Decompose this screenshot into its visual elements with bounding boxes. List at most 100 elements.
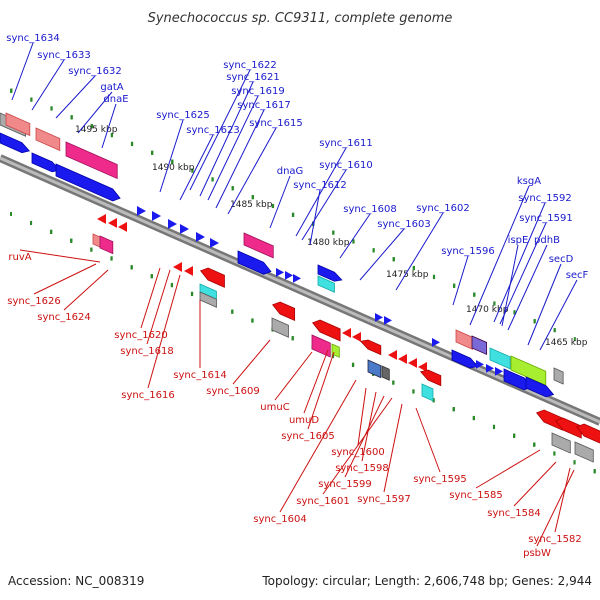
gene-label-sync_1603[interactable]: sync_1603 (359, 219, 431, 281)
gene-label-sync_1616[interactable]: sync_1616 (121, 274, 181, 401)
tick-mark (593, 469, 596, 474)
gene-label-sync_1611[interactable]: sync_1611 (295, 138, 373, 237)
gene-label-dnaE[interactable]: dnaE (101, 94, 129, 149)
gene-feature (536, 409, 563, 431)
leader-line (475, 449, 541, 489)
reverse-strand-features (92, 214, 600, 463)
gene-label-sync_1582[interactable]: sync_1582 (528, 467, 582, 545)
gene-label-sync_1615[interactable]: sync_1615 (227, 118, 303, 215)
gene-name: sync_1620 (114, 330, 167, 341)
gene-label-sync_1600[interactable]: sync_1600 (331, 387, 385, 458)
leader-line (539, 279, 578, 351)
gene-feature (200, 267, 225, 288)
gene-name: sync_1609 (206, 386, 259, 397)
tick-mark (472, 416, 475, 421)
gene-label-sync_1634[interactable]: sync_1634 (6, 33, 60, 101)
gene-label-sync_1632[interactable]: sync_1632 (55, 66, 122, 119)
tick-mark (493, 301, 496, 306)
leader-line (232, 339, 271, 385)
leader-line (215, 109, 265, 209)
gene-label-ksgA[interactable]: ksgA (469, 176, 541, 326)
gene-feature (137, 206, 146, 216)
gene-label-umuC[interactable]: umuC (260, 351, 313, 413)
gene-name: sync_1617 (237, 100, 290, 111)
tick-mark (513, 310, 516, 315)
tick-mark (251, 195, 254, 200)
gene-label-sync_1612[interactable]: sync_1612 (293, 180, 347, 246)
leader-line (147, 274, 181, 389)
gene-label-ispE[interactable]: ispE (501, 235, 528, 327)
tick-mark (190, 292, 193, 297)
gene-label-pdhB[interactable]: pdhB (507, 235, 560, 331)
gene-name: sync_1597 (357, 494, 410, 505)
gene-label-sync_1605[interactable]: sync_1605 (281, 351, 335, 442)
gene-name: sync_1618 (120, 346, 173, 357)
gene-name: sync_1634 (6, 33, 59, 44)
gene-label-sync_1619[interactable]: sync_1619 (207, 86, 285, 201)
gene-label-sync_1584[interactable]: sync_1584 (487, 461, 557, 519)
tick-mark (110, 256, 113, 261)
gene-label-sync_1604[interactable]: sync_1604 (253, 379, 357, 525)
gene-label-sync_1585[interactable]: sync_1585 (449, 449, 541, 501)
gene-label-ruvA[interactable]: ruvA (8, 249, 101, 263)
gene-feature (576, 423, 600, 444)
gene-label-gatA[interactable]: gatA (77, 82, 124, 134)
gene-label-sync_1621[interactable]: sync_1621 (199, 72, 280, 197)
gene-label-secD[interactable]: secD (527, 254, 574, 346)
gene-label-sync_1614[interactable]: sync_1614 (173, 300, 227, 381)
gene-label-sync_1601[interactable]: sync_1601 (296, 397, 393, 507)
gene-feature (35, 127, 61, 152)
gene-label-sync_1624[interactable]: sync_1624 (37, 269, 109, 323)
gene-label-sync_1625[interactable]: sync_1625 (156, 110, 210, 193)
gene-feature (408, 358, 417, 368)
gene-feature (243, 232, 274, 259)
gene-name: sync_1615 (249, 118, 302, 129)
gene-label-sync_1596[interactable]: sync_1596 (441, 246, 495, 306)
leader-line (493, 202, 546, 323)
gene-label-secF[interactable]: secF (539, 270, 589, 351)
tick-mark (553, 451, 556, 456)
leader-line (339, 213, 371, 259)
gene-label-sync_1591[interactable]: sync_1591 (499, 213, 573, 325)
scale-tick-label: 1480 kbp (307, 238, 350, 248)
gene-label-sync_1602[interactable]: sync_1602 (395, 203, 470, 291)
gene-label-sync_1597[interactable]: sync_1597 (357, 403, 411, 505)
gene-label-psbW[interactable]: psbW (523, 469, 575, 559)
gene-label-sync_1620[interactable]: sync_1620 (114, 267, 168, 341)
tick-mark (553, 328, 556, 333)
gene-label-umuD[interactable]: umuD (289, 349, 329, 426)
gene-label-sync_1633[interactable]: sync_1633 (31, 50, 91, 111)
gene-feature (272, 301, 296, 322)
gene-label-sync_1599[interactable]: sync_1599 (318, 395, 385, 490)
gene-feature (451, 349, 479, 369)
gene-label-dnaG[interactable]: dnaG (269, 166, 303, 229)
gene-label-sync_1610[interactable]: sync_1610 (301, 160, 373, 241)
leader-line (307, 351, 335, 430)
gene-feature (199, 291, 217, 308)
gene-label-sync_1592[interactable]: sync_1592 (493, 193, 572, 323)
tick-mark (513, 433, 515, 438)
gene-name: sync_1626 (7, 296, 60, 307)
gene-label-sync_1609[interactable]: sync_1609 (206, 339, 271, 397)
gene-name: sync_1592 (518, 193, 571, 204)
gene-label-sync_1608[interactable]: sync_1608 (339, 204, 397, 259)
tick-mark (271, 204, 274, 209)
gene-label-sync_1595[interactable]: sync_1595 (413, 407, 467, 485)
gene-label-sync_1618[interactable]: sync_1618 (120, 269, 174, 357)
gene-label-sync_1617[interactable]: sync_1617 (215, 100, 291, 209)
gene-label-sync_1623[interactable]: sync_1623 (179, 125, 240, 201)
leader-line (159, 119, 184, 193)
tick-mark (351, 363, 354, 367)
gene-feature (421, 383, 434, 402)
leader-line (536, 469, 575, 547)
gene-label-sync_1598[interactable]: sync_1598 (335, 391, 389, 474)
scale-tick-label: 1475 kbp (386, 270, 429, 280)
tick-mark (70, 238, 73, 243)
gene-feature (31, 152, 61, 173)
gene-label-sync_1626[interactable]: sync_1626 (7, 263, 97, 307)
gene-label-sync_1622[interactable]: sync_1622 (189, 60, 277, 191)
gene-name: secD (549, 254, 574, 265)
gene-feature (99, 235, 114, 255)
